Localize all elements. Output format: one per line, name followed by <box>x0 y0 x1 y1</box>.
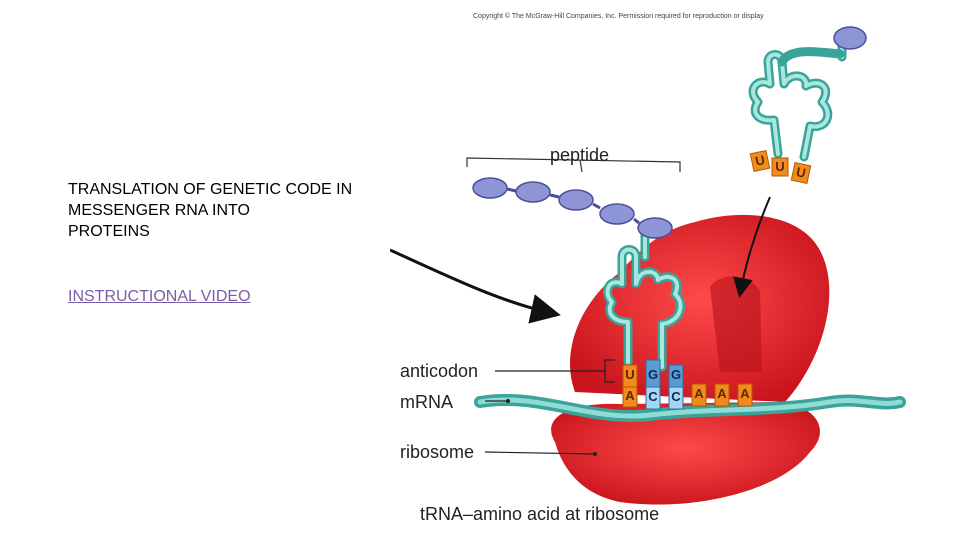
next-codon-block-3 <box>737 383 753 407</box>
peptide-label: peptide <box>550 145 610 165</box>
translation-diagram: Copyright © The McGraw-Hill Companies, I… <box>390 13 910 540</box>
incoming-base-2: U <box>775 159 785 174</box>
amino-acid-2 <box>515 181 551 203</box>
anticodon-label: anticodon <box>400 361 479 381</box>
codon-base-1: A <box>625 388 635 403</box>
amino-acid-4 <box>599 203 635 225</box>
slide-title: TRANSLATION OF GENETIC CODE IN MESSENGER… <box>68 179 398 242</box>
next-codon-base-1: A <box>694 386 704 401</box>
instructional-video-link[interactable]: INSTRUCTIONAL VIDEO <box>68 288 251 305</box>
anticodon-base-2: G <box>647 367 659 382</box>
next-codon-base-3: A <box>740 386 750 401</box>
incoming-amino-acid <box>833 26 867 50</box>
title-line-3: PROTEINS <box>68 223 150 240</box>
ribosome-leader <box>484 451 596 455</box>
amino-acid-5 <box>637 217 673 239</box>
title-line-2: MESSENGER RNA INTO <box>68 202 250 219</box>
amino-acid-3 <box>558 189 594 211</box>
next-codon-block-1 <box>691 383 707 407</box>
entry-arrow <box>390 248 561 324</box>
peptide-bracket <box>466 157 681 172</box>
incoming-base-1: U <box>753 152 767 169</box>
ribosome-a-site-shadow <box>710 276 762 372</box>
anticodon-base-3: G <box>670 367 682 382</box>
title-line-1: TRANSLATION OF GENETIC CODE IN <box>68 181 353 198</box>
codon-block-3 <box>668 386 684 410</box>
diagram-drawing <box>390 26 906 505</box>
codon-base-3: C <box>671 389 681 404</box>
amino-acid-1 <box>472 177 508 199</box>
ribosome-label: ribosome <box>400 442 475 462</box>
anticodon-base-1: U <box>625 367 635 382</box>
codon-block-1 <box>622 386 638 408</box>
mrna-label: mRNA <box>400 392 453 412</box>
anticodon-bracket <box>495 359 615 383</box>
ribosome-small-subunit <box>551 402 820 505</box>
copyright-notice: Copyright © The McGraw-Hill Companies, I… <box>473 13 764 20</box>
next-codon-block-2 <box>714 383 730 407</box>
figure-caption: tRNA–amino acid at ribosome <box>420 504 660 524</box>
incoming-arrow <box>733 196 771 298</box>
codon-base-2: C <box>648 389 658 404</box>
next-codon-base-2: A <box>717 386 727 401</box>
codon-block-2 <box>645 386 661 410</box>
